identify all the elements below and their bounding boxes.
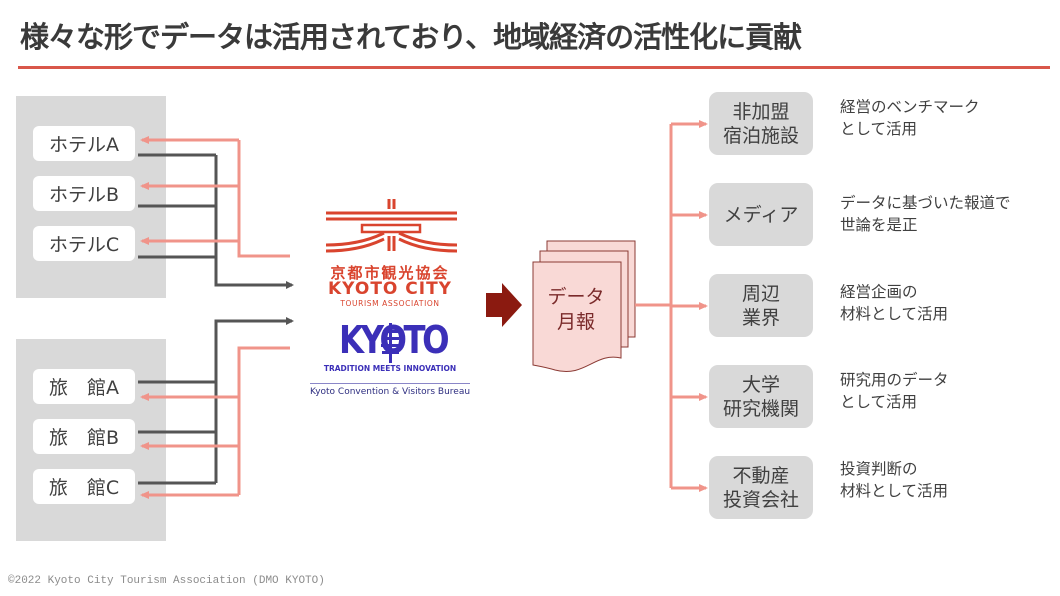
monthly-report-label: データ 月報 <box>535 285 617 335</box>
process-arrow-icon <box>486 283 522 327</box>
kyoto-tagline: TRADITION MEETS INNOVATION <box>323 364 457 373</box>
ryokan-label: 旅 館A <box>49 377 119 399</box>
ryokan-feedback-trunk <box>237 346 290 495</box>
destination-description: データに基づいた報道で 世論を是正 <box>840 194 1011 234</box>
hotel-label: ホテルB <box>48 184 120 206</box>
monthly-report-document-icon <box>532 240 636 372</box>
hotel-feedback-lines <box>140 136 290 258</box>
ryokan-feedback-lines <box>140 346 290 499</box>
destination-description: 経営のベンチマーク として活用 <box>840 98 980 138</box>
hotel-data-trunk <box>214 155 294 289</box>
ryokan-label: 旅 館B <box>48 427 120 449</box>
destination-box: 不動産 投資会社 <box>709 456 813 519</box>
distribution-lines <box>635 120 708 492</box>
report-label-line1: データ <box>547 286 605 308</box>
ryokan-label: 旅 館C <box>48 477 120 499</box>
copyright-footer: ©2022 Kyoto City Tourism Association (DM… <box>8 575 325 587</box>
association-emblem-icon <box>325 199 458 253</box>
hotel-box-c: ホテルC <box>33 226 135 261</box>
hotel-feedback-trunk <box>237 140 290 258</box>
destination-description: 研究用のデータ として活用 <box>840 371 949 411</box>
kyoto-wordmark: KYOTO <box>339 318 450 362</box>
hotel-label: ホテルA <box>49 134 119 156</box>
association-name-jp: 京都市観光協会 <box>330 264 450 282</box>
hotel-box-a: ホテルA <box>33 126 135 161</box>
hotel-label: ホテルC <box>48 234 120 256</box>
report-label-line2: 月報 <box>556 311 595 333</box>
destination-box: 非加盟 宿泊施設 <box>709 92 813 155</box>
association-subtitle: TOURISM ASSOCIATION <box>340 299 440 308</box>
destination-box: 大学 研究機関 <box>709 365 813 428</box>
page-title: 様々な形でデータは活用されており、地域経済の活性化に貢献 <box>20 20 802 54</box>
destination-box: メディア <box>709 183 813 246</box>
ryokan-data-trunk <box>214 317 294 483</box>
association-name-en: KYOTO CITY <box>327 279 452 299</box>
hotel-box-b: ホテルB <box>33 176 135 211</box>
ryokan-box-b: 旅 館B <box>33 419 135 454</box>
kyoto-bureau-name: Kyoto Convention & Visitors Bureau <box>309 387 471 397</box>
kyoto-logo-divider <box>310 383 470 384</box>
kyoto-pagoda-icon <box>381 323 400 363</box>
destination-description: 投資判断の 材料として活用 <box>840 460 949 500</box>
ryokan-data-lines <box>138 317 294 485</box>
title-divider <box>18 66 1050 69</box>
ryokan-box-c: 旅 館C <box>33 469 135 504</box>
destination-box: 周辺 業界 <box>709 274 813 337</box>
ryokan-box-a: 旅 館A <box>33 369 135 404</box>
hotel-data-lines <box>138 153 294 289</box>
destination-description: 経営企画の 材料として活用 <box>840 283 949 323</box>
